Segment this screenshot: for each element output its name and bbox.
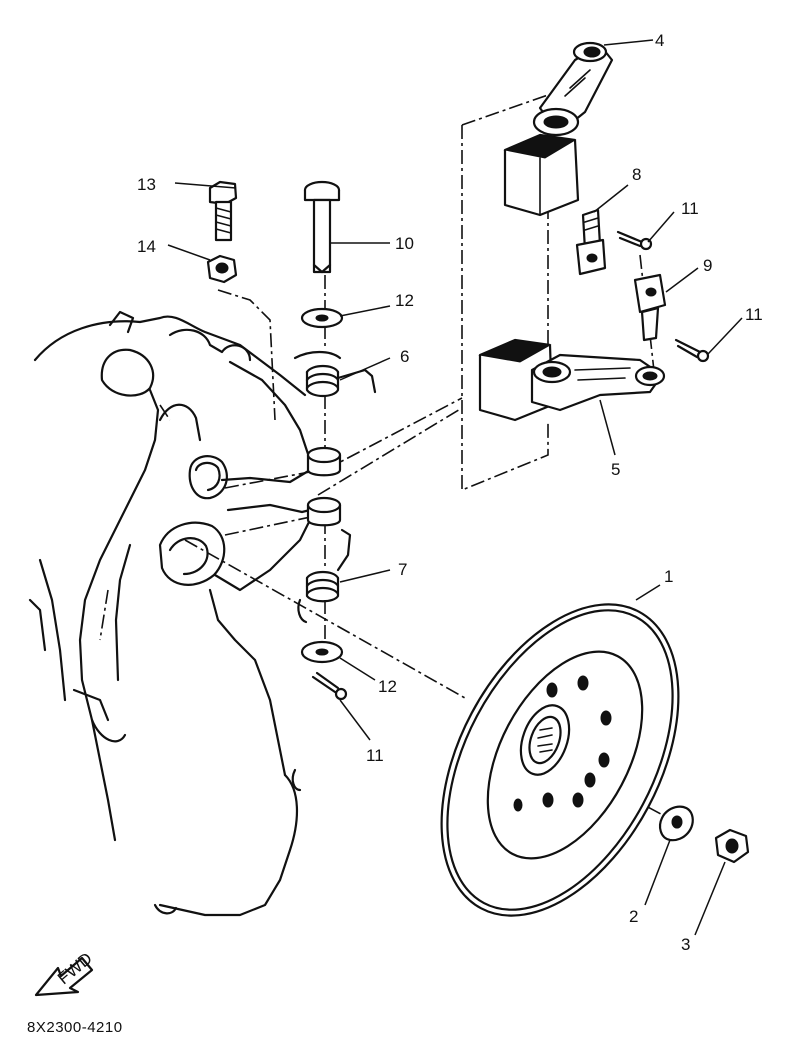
lock-washer — [659, 805, 694, 842]
bolt — [208, 180, 238, 242]
callout-10: 10 — [395, 234, 414, 253]
callout-7: 7 — [398, 560, 407, 579]
washer-lower — [300, 640, 344, 664]
engine-case — [28, 310, 320, 917]
cotter-pin-middle — [674, 338, 710, 363]
shaft-boss-lower — [306, 496, 342, 527]
nut — [206, 254, 238, 284]
washer-upper — [300, 307, 344, 329]
hex-nut — [714, 828, 750, 864]
callout-12-upper: 12 — [395, 291, 414, 310]
callout-11-lower: 11 — [366, 746, 384, 765]
forward-arrow-icon: FWD — [34, 949, 96, 997]
callout-14: 14 — [137, 237, 156, 256]
disc-rotor — [440, 603, 680, 917]
callout-3: 3 — [681, 935, 690, 954]
callout-labels: 1 2 3 4 5 6 7 8 9 10 11 11 11 12 12 13 1… — [137, 31, 763, 954]
leader-lines — [167, 39, 743, 936]
callout-8: 8 — [632, 165, 641, 184]
connector-block — [633, 273, 667, 342]
cotter-pin-lower — [311, 671, 348, 701]
spring-upper — [293, 350, 377, 398]
callout-11-upper: 11 — [681, 199, 699, 218]
shaft-boss-upper — [306, 446, 342, 477]
long-pin — [303, 180, 341, 274]
callout-6: 6 — [400, 347, 409, 366]
callout-13: 13 — [137, 175, 156, 194]
lower-shift-arm — [478, 338, 666, 422]
callout-2: 2 — [629, 907, 638, 926]
callout-9: 9 — [703, 256, 712, 275]
drawing-code: 8X2300-4210 — [27, 1019, 123, 1036]
callout-5: 5 — [611, 460, 620, 479]
spring-lower — [305, 528, 352, 603]
upper-shift-arm — [503, 41, 614, 217]
cotter-pin-upper — [616, 230, 653, 251]
callout-12-lower: 12 — [378, 677, 397, 696]
callout-1: 1 — [664, 567, 673, 586]
callout-4: 4 — [655, 31, 664, 50]
pivot-pin — [575, 208, 607, 276]
callout-11-middle: 11 — [745, 305, 763, 324]
